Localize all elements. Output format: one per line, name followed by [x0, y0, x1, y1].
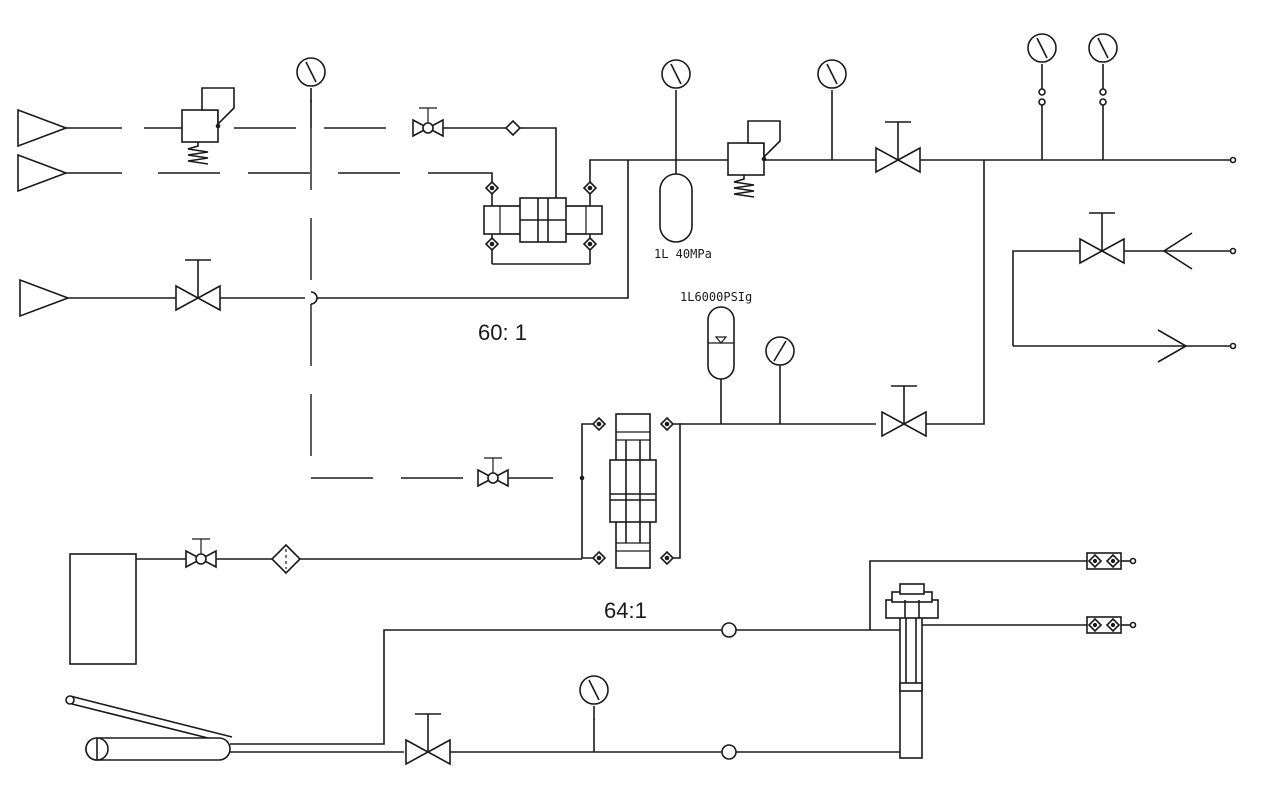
pressure-gauge-mid [817, 59, 847, 105]
shutoff-valve-right [1079, 212, 1125, 264]
check-valve-outlet-2 [1086, 616, 1122, 634]
air-source-2 [17, 154, 67, 192]
booster-pump-64-1 [579, 413, 681, 569]
ratio-label-64-1: 64:1 [604, 598, 647, 623]
shutoff-valve-air-inlet [175, 259, 221, 311]
needle-valve-pump-pilot [477, 457, 509, 487]
quick-coupler-upper [721, 622, 737, 638]
shutoff-valve-hand-pump [405, 713, 451, 765]
air-source-1 [17, 109, 67, 147]
accumulator-1l-40mpa [659, 173, 693, 243]
pressure-gauge-outlet-1 [1027, 33, 1057, 79]
needle-valve-tank [185, 538, 217, 568]
accumulator-label-1: 1L 40MPa [654, 247, 712, 261]
shutoff-valve-main [875, 121, 921, 173]
pressure-gauge-outlet-2 [1088, 33, 1118, 79]
filter-small-top [505, 120, 521, 136]
pressure-regulator-right [727, 120, 781, 198]
pressure-gauge-pump-outlet [765, 336, 795, 424]
fluid-tank [69, 553, 137, 665]
check-valve-outlet-1 [1086, 552, 1122, 570]
accumulator-6000psi [707, 306, 735, 380]
pressure-gauge-top-left [296, 57, 326, 103]
pressure-regulator-left [181, 87, 235, 165]
air-source-3 [19, 279, 69, 317]
quick-coupler-lower [721, 744, 737, 760]
booster-pump-60-1 [483, 181, 603, 265]
shutoff-valve-pump-outlet [881, 385, 927, 437]
filter-tank-line [270, 543, 302, 575]
test-actuator [885, 583, 939, 759]
pressure-gauge-accumulator [661, 59, 691, 105]
hand-pump [65, 695, 233, 761]
accumulator-label-2: 1L6000PSIg [680, 290, 752, 304]
pressure-gauge-hand-pump [579, 675, 609, 721]
needle-valve-top [412, 107, 444, 137]
ratio-label-60-1: 60: 1 [478, 320, 527, 345]
